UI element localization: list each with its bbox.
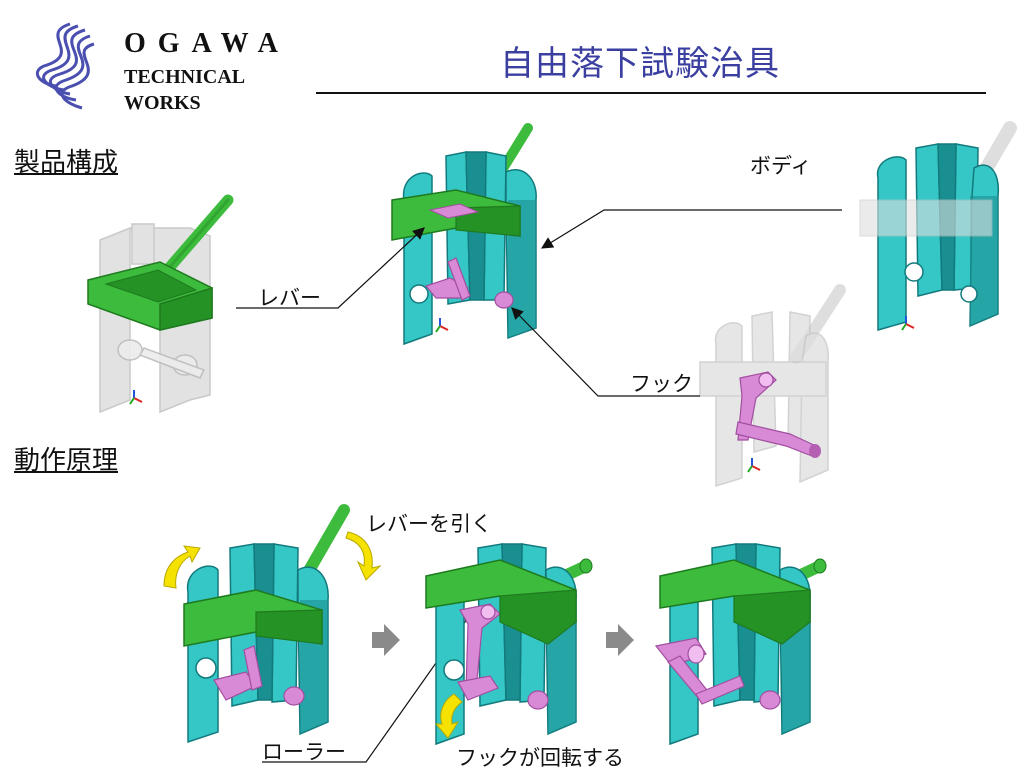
- logo-name: OGAWA: [124, 28, 290, 59]
- label-roller: ローラー: [262, 740, 346, 764]
- section-operating-principle: 動作原理: [14, 446, 119, 476]
- step-arrow-icon-2: [606, 624, 634, 656]
- logo-subtitle-technical: TECHNICAL: [124, 66, 246, 88]
- hook-part-illustration: [699, 284, 846, 488]
- stage3-illustration: [654, 543, 827, 746]
- stage1-illustration: [163, 504, 382, 744]
- stage2-illustration: [425, 543, 593, 746]
- label-lever: レバー: [258, 286, 321, 310]
- label-body: ボディ: [750, 154, 812, 178]
- logo-subtitle-works: WORKS: [124, 92, 201, 114]
- page-title: 自由落下試験治具: [500, 44, 780, 84]
- body-part-illustration: [859, 121, 1017, 331]
- label-hook-rotates: フックが回転する: [456, 746, 624, 770]
- label-hook: フック: [630, 372, 693, 396]
- section-product-composition: 製品構成: [14, 148, 119, 178]
- step-arrow-icon-1: [372, 624, 400, 656]
- assembly-illustration: [391, 123, 537, 346]
- logo-wave-icon: [35, 22, 95, 110]
- label-pull-lever: レバーを引く: [366, 512, 492, 536]
- lever-part-illustration: [87, 194, 234, 414]
- company-logo: [30, 22, 112, 122]
- title-underline: [316, 92, 986, 94]
